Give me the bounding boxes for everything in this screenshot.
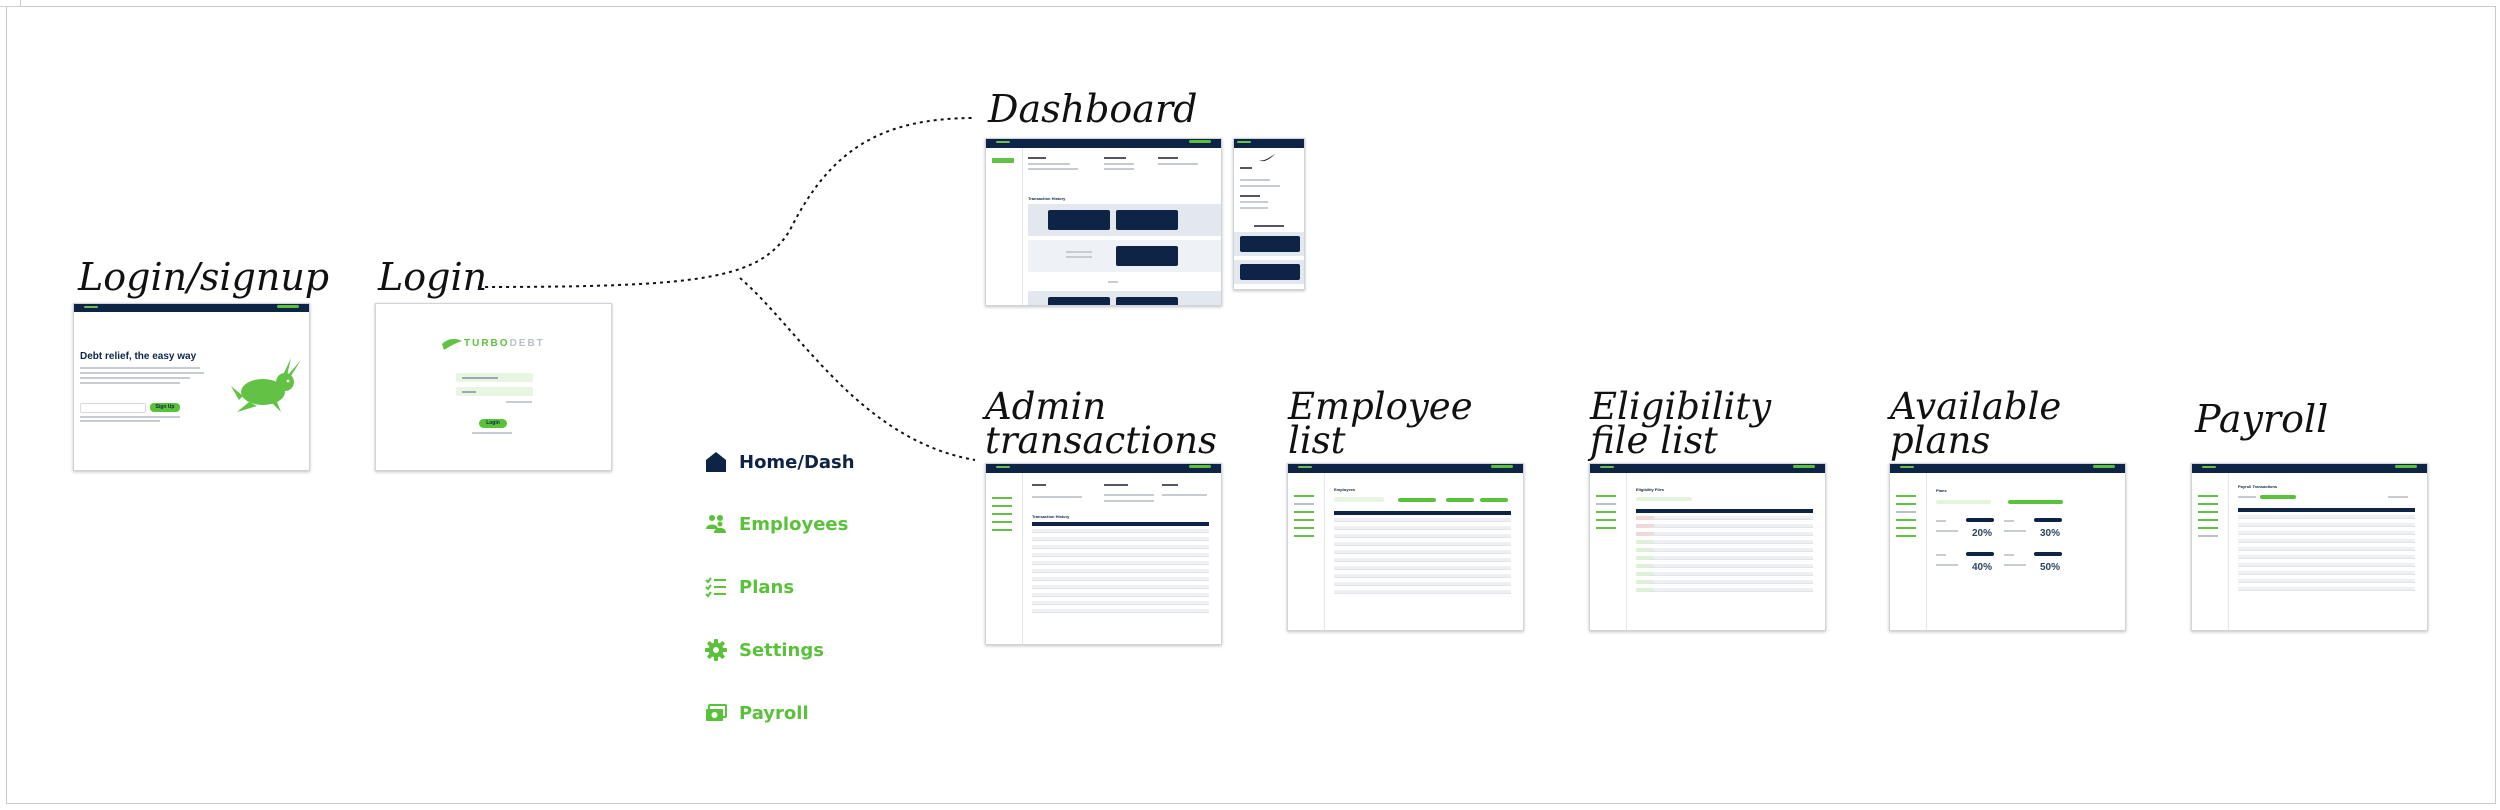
legend-item-settings: Settings xyxy=(705,635,824,665)
sign-up-button[interactable]: Sign Up xyxy=(150,403,180,412)
hero-headline: Debt relief, the easy way xyxy=(80,351,197,362)
plan-card[interactable]: 40% xyxy=(1936,552,1996,580)
rabbit-illustration xyxy=(231,358,301,412)
plan-percentage: 40% xyxy=(1972,562,1993,573)
canvas-corner-tab xyxy=(0,0,21,7)
employee-search-input[interactable] xyxy=(1334,497,1384,502)
plans-checklist-icon xyxy=(705,577,726,598)
legend-item-plans: Plans xyxy=(705,572,794,602)
plans-heading: Plans xyxy=(1936,488,1947,493)
admin-transactions-thumbnail[interactable]: Transaction History xyxy=(985,463,1222,645)
plan-card[interactable]: 20% xyxy=(1936,518,1996,546)
eligibility-file-list-thumbnail[interactable]: Eligibility Files xyxy=(1589,463,1826,631)
canvas-frame xyxy=(6,6,2496,804)
available-plans-thumbnail[interactable]: Plans 20% 30% 40% 50% xyxy=(1889,463,2126,631)
plan-percentage: 50% xyxy=(2040,562,2061,573)
username-input[interactable] xyxy=(456,373,533,382)
top-bar xyxy=(2192,464,2427,473)
title-payroll: Payroll xyxy=(2195,397,2329,441)
payroll-cash-icon xyxy=(706,704,727,721)
transaction-history-heading: Transaction History xyxy=(1032,514,1070,519)
title-admin-transactions: Admin transactions xyxy=(985,385,1218,463)
employees-heading: Employees xyxy=(1334,487,1356,492)
email-field[interactable] xyxy=(80,403,146,413)
payroll-thumbnail[interactable]: Payroll Transactions xyxy=(2191,463,2428,631)
eligibility-files-heading: Eligibility Files xyxy=(1636,487,1665,492)
title-login: Login xyxy=(378,255,488,299)
transaction-history-heading: Transaction History xyxy=(1028,196,1066,201)
gear-icon xyxy=(705,639,727,661)
title-available-plans: Available plans xyxy=(1890,385,2062,463)
title-login-signup: Login/signup xyxy=(78,255,330,299)
login-to-dashboard-connector xyxy=(477,117,976,288)
plan-card[interactable]: 30% xyxy=(2004,518,2064,546)
top-bar xyxy=(1590,464,1825,473)
legend-item-employees: Employees xyxy=(705,509,848,539)
legend-item-payroll: Payroll xyxy=(705,698,809,728)
top-bar xyxy=(986,139,1221,148)
employees-icon xyxy=(706,515,726,533)
password-input[interactable] xyxy=(456,387,533,396)
login-to-admin-connector xyxy=(739,277,976,461)
dashboard-mobile-thumbnail[interactable] xyxy=(1233,138,1305,290)
plan-percentage: 30% xyxy=(2040,528,2061,539)
login-button[interactable]: Login xyxy=(479,419,507,428)
top-bar xyxy=(1234,139,1304,148)
top-bar xyxy=(986,464,1221,473)
login-signup-thumbnail[interactable]: Debt relief, the easy way Sign Up xyxy=(73,303,310,471)
top-bar xyxy=(1890,464,2125,473)
login-thumbnail[interactable]: TURBODEBT Login xyxy=(375,303,612,471)
payroll-transactions-heading: Payroll Transactions xyxy=(2238,484,2278,489)
title-dashboard: Dashboard xyxy=(988,87,1198,131)
plan-card[interactable]: 50% xyxy=(2004,552,2064,580)
home-icon xyxy=(706,452,726,472)
employee-list-thumbnail[interactable]: Employees xyxy=(1287,463,1524,631)
top-bar xyxy=(74,304,309,312)
brand-wordmark: TURBODEBT xyxy=(464,338,545,349)
legend-item-home-dash: Home/Dash xyxy=(705,447,855,477)
plan-percentage: 20% xyxy=(1972,528,1993,539)
turbodebt-logo-icon xyxy=(442,339,462,350)
title-employee-list: Employee list xyxy=(1288,385,1473,463)
dashboard-desktop-thumbnail[interactable]: Transaction History xyxy=(985,138,1222,306)
swoosh-logo-icon xyxy=(1259,154,1275,162)
top-bar xyxy=(1288,464,1523,473)
title-eligibility-file-list: Eligibility file list xyxy=(1590,385,1772,463)
